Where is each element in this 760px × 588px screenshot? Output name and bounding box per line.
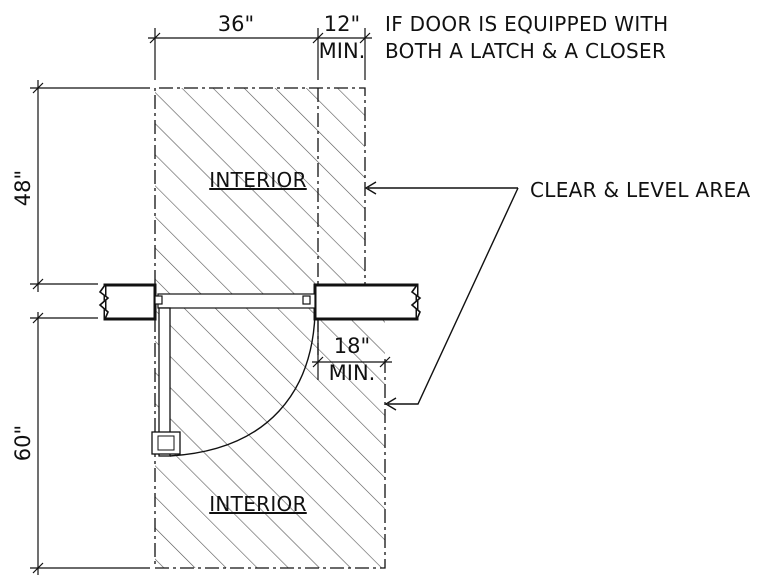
latch-stop-right <box>302 295 311 305</box>
wall-right <box>313 283 422 321</box>
hinge-stop-left <box>154 295 163 305</box>
door-hardware <box>151 431 181 455</box>
width-12-label: 12" <box>324 12 360 36</box>
interior-bottom-label: INTERIOR <box>209 492 307 516</box>
width-36-label: 36" <box>218 12 254 36</box>
bottom-clear-area <box>155 318 385 568</box>
wall-left <box>98 283 157 321</box>
door-leaf <box>158 307 171 457</box>
pull-side-dimension <box>312 320 392 380</box>
depth-48-label: 48" <box>11 170 35 206</box>
left-dimension-lines <box>30 80 150 575</box>
pull-side-18-label: 18" <box>334 334 370 358</box>
top-clear-area <box>155 88 365 284</box>
clear-area-note: CLEAR & LEVEL AREA <box>530 178 751 202</box>
pull-side-min-label: MIN. <box>329 361 376 385</box>
door-frame <box>157 293 316 309</box>
top-dimension-lines <box>148 28 372 80</box>
width-12-min-label: MIN. <box>319 39 366 63</box>
latch-closer-note-line2: BOTH A LATCH & A CLOSER <box>385 39 666 63</box>
leader-arrows <box>364 181 519 411</box>
door-swing-arc <box>169 313 316 457</box>
interior-top-label: INTERIOR <box>209 168 307 192</box>
latch-closer-note-line1: IF DOOR IS EQUIPPED WITH <box>385 12 668 36</box>
depth-60-label: 60" <box>11 425 35 461</box>
